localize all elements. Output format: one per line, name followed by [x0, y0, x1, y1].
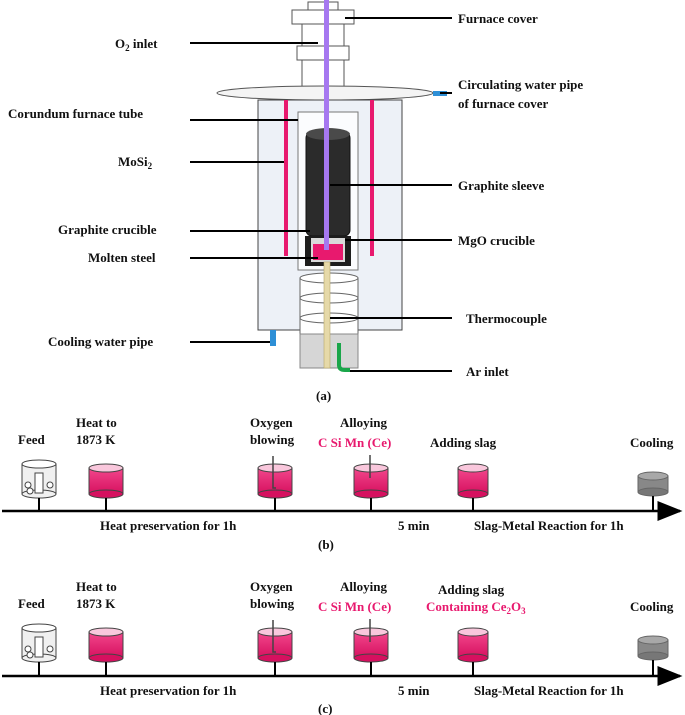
c-adding-slag-label: Adding slag: [438, 582, 505, 597]
c-slag-metal: Slag-Metal Reaction for 1h: [474, 683, 624, 698]
mosi2-element-right: [370, 100, 374, 256]
b-cooled-ingot: [637, 471, 669, 497]
c-oxygen-label-2: blowing: [250, 596, 295, 611]
caption-c: (c): [318, 701, 332, 715]
label-mosi2: MoSi2: [118, 154, 153, 171]
b-heat-to-label-2: 1873 K: [76, 432, 116, 447]
caption-a: (a): [316, 388, 331, 403]
label-molten-steel: Molten steel: [88, 250, 156, 265]
label-circulating-2: of furnace cover: [458, 96, 548, 111]
furnace-neck-flange: [296, 45, 350, 61]
label-graphite-crucible: Graphite crucible: [58, 222, 157, 237]
b-feed-label: Feed: [18, 432, 45, 447]
process-timeline-c: Feed Heat to 1873 K Oxygen blowing Alloy…: [2, 579, 683, 715]
c-heat-to-label-1: Heat to: [76, 579, 117, 594]
label-corundum: Corundum furnace tube: [8, 106, 143, 121]
c-alloying-label: Alloying: [340, 579, 387, 594]
b-heated-crucible: [88, 463, 124, 499]
ar-inlet-pipe: [337, 343, 350, 372]
c-heat-preservation: Heat preservation for 1h: [100, 683, 237, 698]
o2-lance: [324, 0, 329, 250]
c-feed-crucible: [21, 623, 57, 663]
process-timeline-b: Feed Heat to 1873 K Oxygen blowing Alloy…: [2, 415, 683, 552]
furnace-cover-cap: [307, 1, 339, 11]
b-heat-preservation: Heat preservation for 1h: [100, 518, 237, 533]
c-feed-label: Feed: [18, 596, 45, 611]
label-cooling-water-pipe: Cooling water pipe: [48, 334, 153, 349]
label-o2-inlet: O2 inlet: [115, 36, 158, 53]
b-oxygen-crucible: [257, 456, 293, 499]
label-mgo-crucible: MgO crucible: [458, 233, 535, 248]
mosi2-element-left: [284, 100, 288, 256]
b-slag-metal: Slag-Metal Reaction for 1h: [474, 518, 624, 533]
b-adding-slag-label: Adding slag: [430, 435, 497, 450]
b-alloying-label: Alloying: [340, 415, 387, 430]
furnace-diagram: Furnace cover O2 inlet Circulating water…: [8, 0, 583, 403]
c-heat-to-label-2: 1873 K: [76, 596, 116, 611]
b-alloy-elements: C Si Mn (Ce): [318, 435, 391, 450]
b-five-min: 5 min: [398, 518, 430, 533]
b-oxygen-label-1: Oxygen: [250, 415, 293, 430]
c-alloying-crucible: [353, 619, 389, 663]
c-slag-crucible: [457, 627, 489, 663]
label-graphite-sleeve: Graphite sleeve: [458, 178, 545, 193]
b-cooling-label: Cooling: [630, 435, 674, 450]
c-oxygen-label-1: Oxygen: [250, 579, 293, 594]
b-heat-to-label-1: Heat to: [76, 415, 117, 430]
b-feed-crucible: [21, 459, 57, 499]
c-containing-ce2o3: Containing Ce2O3: [426, 599, 526, 616]
label-ar-inlet: Ar inlet: [466, 364, 509, 379]
furnace-cover-top: [291, 9, 355, 25]
c-cooling-label: Cooling: [630, 599, 674, 614]
c-alloy-elements: C Si Mn (Ce): [318, 599, 391, 614]
label-thermocouple: Thermocouple: [466, 311, 547, 326]
b-alloying-crucible: [353, 455, 389, 499]
caption-b: (b): [318, 537, 334, 552]
label-circulating-1: Circulating water pipe: [458, 77, 583, 92]
c-cooled-ingot: [637, 635, 669, 661]
label-furnace-cover: Furnace cover: [458, 11, 538, 26]
b-oxygen-label-2: blowing: [250, 432, 295, 447]
molten-steel: [313, 244, 343, 260]
c-five-min: 5 min: [398, 683, 430, 698]
c-heated-crucible: [88, 627, 124, 663]
furnace-neck-lower: [301, 59, 345, 89]
b-slag-crucible: [457, 463, 489, 499]
thermocouple: [323, 261, 331, 369]
cooling-water-pipe: [270, 330, 276, 346]
c-oxygen-crucible: [257, 620, 293, 663]
